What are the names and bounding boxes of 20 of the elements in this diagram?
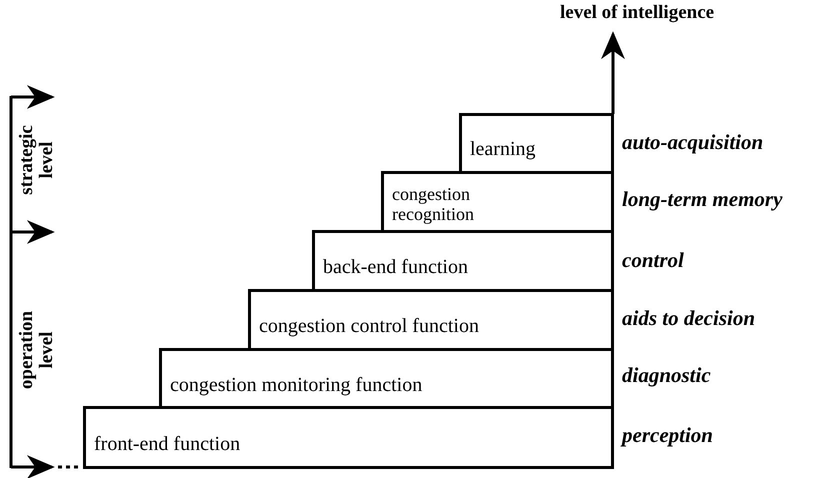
step-label: congestion recognition [392,184,475,224]
intelligence-level-label: long-term memory [622,187,782,212]
step-box [381,171,614,233]
intelligence-level-label: control [622,248,684,273]
step-box [83,406,614,469]
intelligence-level-label: diagnostic [622,363,711,388]
intelligence-level-label: auto-acquisition [622,130,764,155]
step-label: congestion control function [259,316,479,336]
intelligence-level-label: perception [622,423,713,448]
step-label: front-end function [94,434,240,454]
axis-title: level of intelligence [560,2,714,24]
level-label: strategic level [17,124,57,197]
step-box [459,113,614,174]
step-label: learning [470,139,536,159]
level-label: operation level [17,310,57,392]
intelligence-level-label: aids to decision [622,306,756,331]
step-box [312,230,614,292]
step-label: back-end function [323,257,468,277]
step-label: congestion monitoring function [170,375,422,395]
step-box [248,289,614,351]
